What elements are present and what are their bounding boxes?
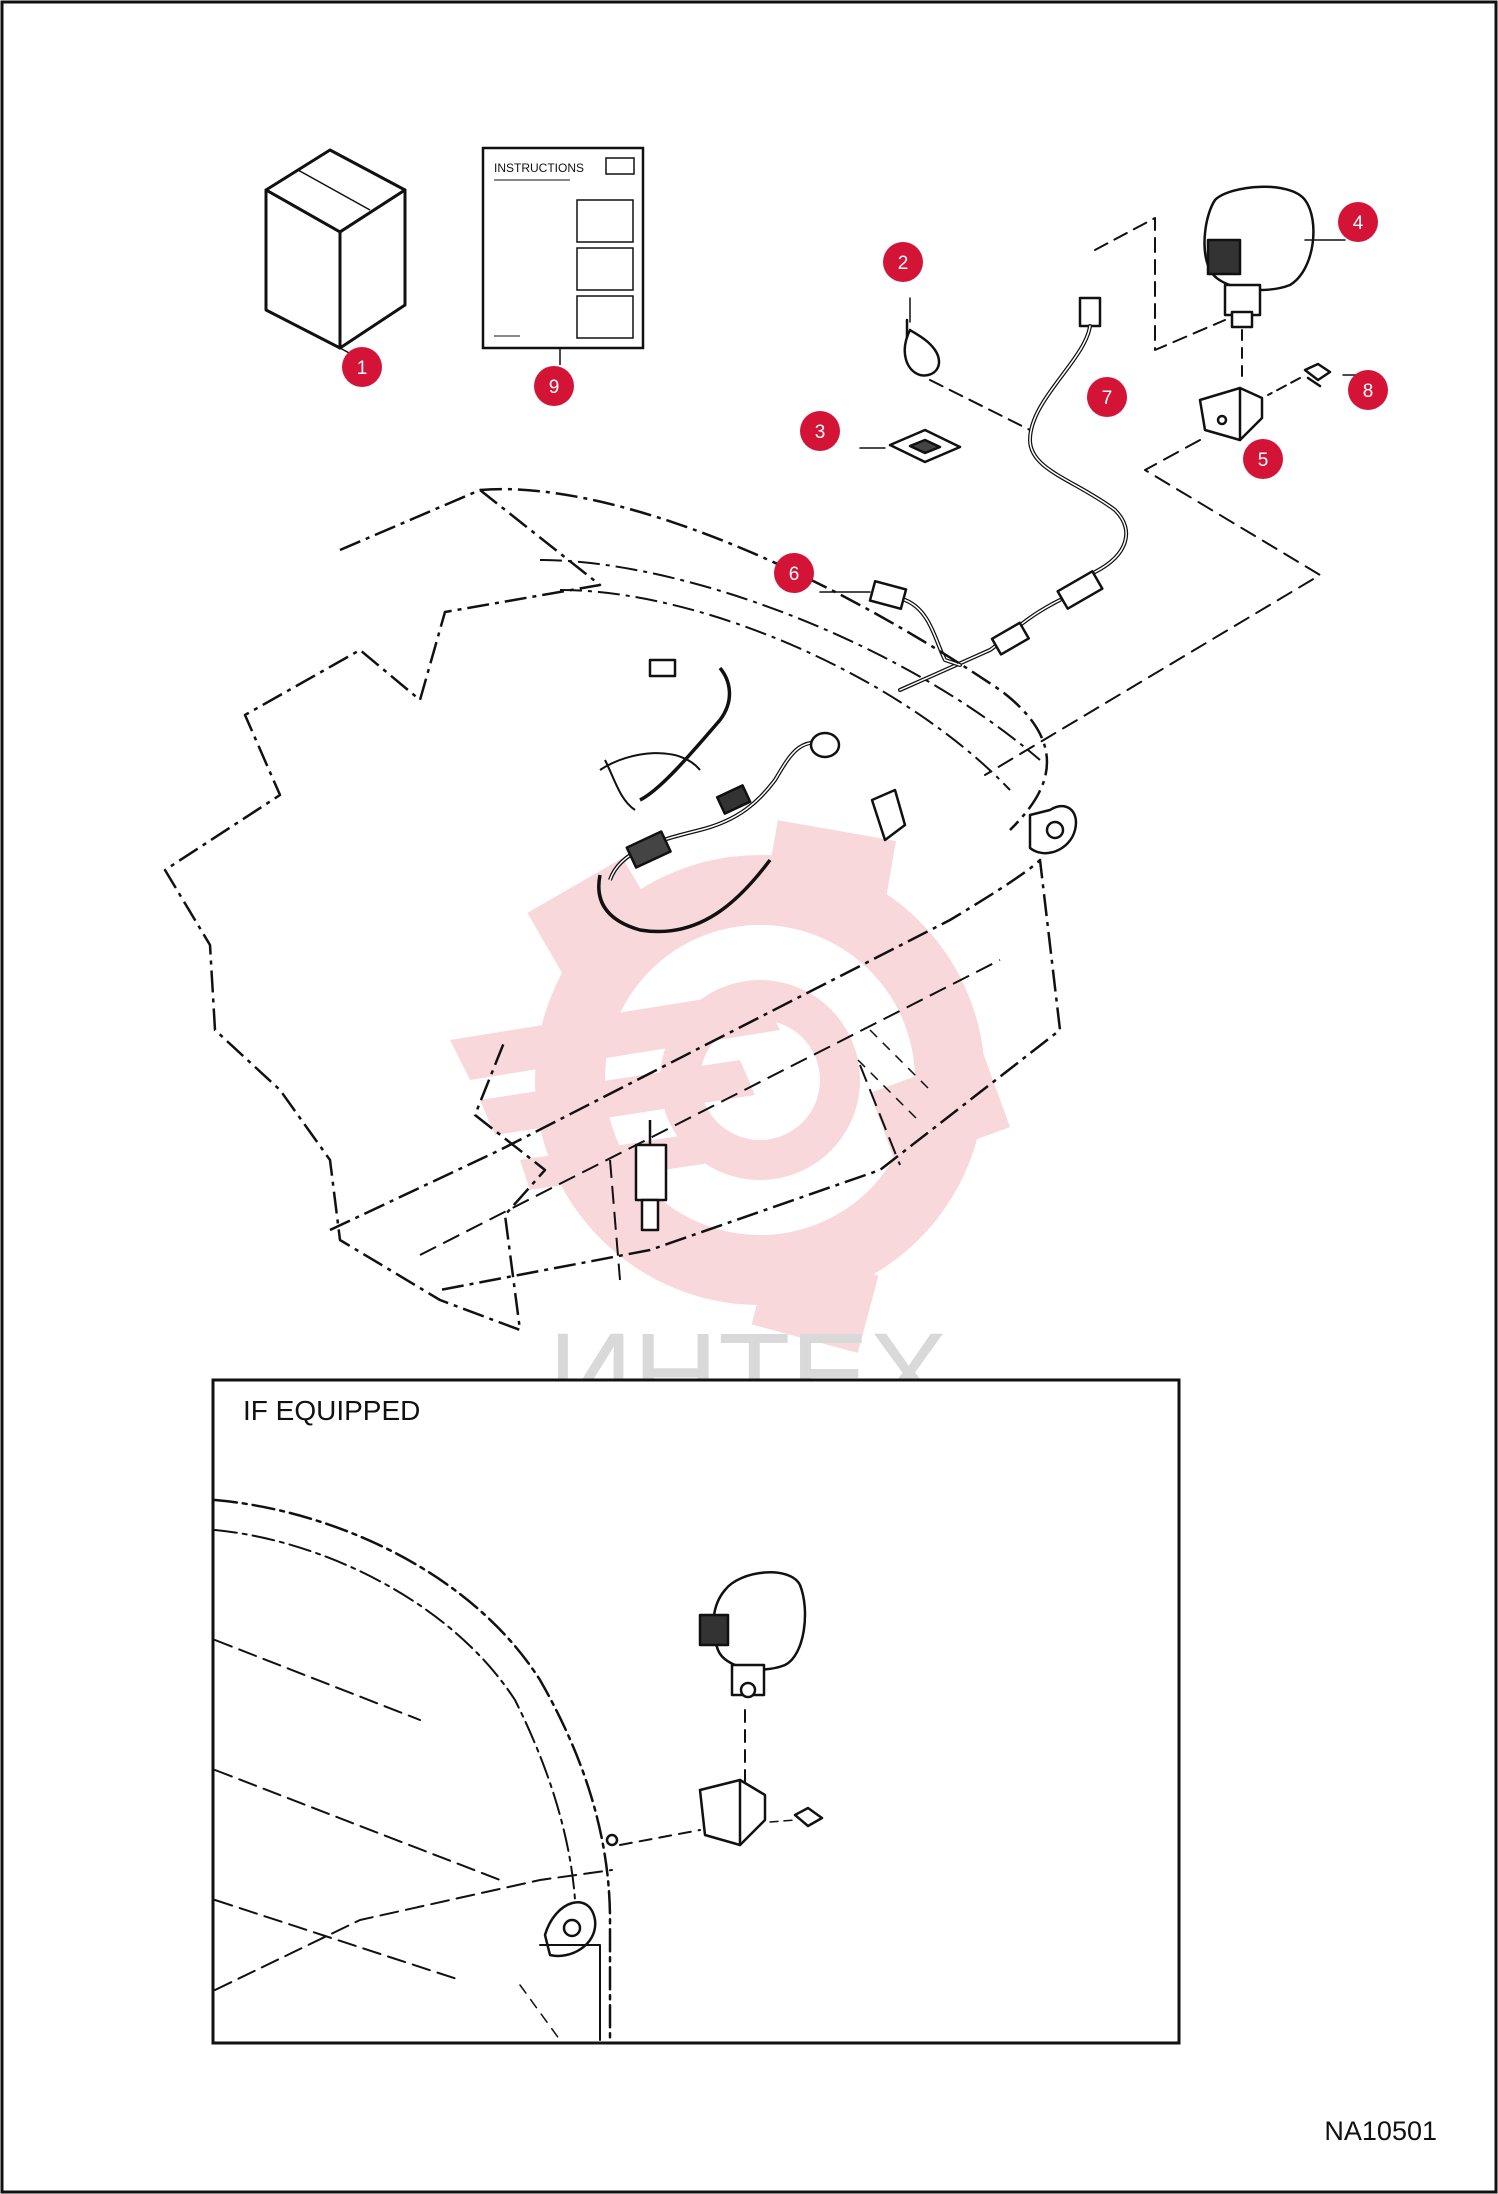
callout-number: 3 [815, 422, 826, 443]
figure-code: NA10501 [1324, 2116, 1437, 2146]
cable-tie-part [903, 297, 941, 377]
bracket-part [1198, 386, 1264, 442]
instructions-part [481, 146, 645, 365]
inset-work-light [698, 1571, 807, 1699]
tie-mount-part [888, 428, 962, 464]
callout-bolt: 8 [1348, 370, 1388, 410]
callout-number: 8 [1363, 381, 1374, 402]
callout-badge [774, 553, 814, 593]
inset-panel [211, 1378, 1181, 2045]
small-parts [819, 185, 1366, 776]
callout-badge [534, 366, 574, 406]
box-part [264, 148, 407, 361]
callout-harness-connector: 6 [774, 553, 814, 593]
callout-number: 5 [1258, 450, 1269, 471]
callout-work-light: 4 [1338, 202, 1378, 242]
callout-badge [883, 242, 923, 282]
callout-box: 1 [342, 347, 382, 387]
rear-assembly [163, 487, 1078, 1332]
callout-badge [1243, 439, 1283, 479]
callout-badge [1338, 202, 1378, 242]
callout-number: 1 [357, 358, 368, 379]
watermark [450, 820, 1011, 1353]
bolt-part [1303, 362, 1366, 388]
callout-number: 4 [1353, 213, 1364, 234]
instructions-heading: INSTRUCTIONS [494, 161, 584, 175]
callout-number: 6 [789, 564, 800, 585]
callout-tie-mount: 3 [800, 411, 840, 451]
callout-badge [800, 411, 840, 451]
harness-connector-part [819, 579, 962, 667]
callout-layer: 1 2 3 4 5 6 7 8 9 [342, 202, 1388, 593]
callout-bracket: 5 [1243, 439, 1283, 479]
callout-badge [342, 347, 382, 387]
callout-instructions-sheet: 9 [534, 366, 574, 406]
callout-wire-harness: 7 [1087, 377, 1127, 417]
callout-badge [1087, 377, 1127, 417]
inset-title: IF EQUIPPED [243, 1395, 420, 1426]
work-light-part [1203, 185, 1346, 329]
callout-number: 2 [898, 253, 909, 274]
callout-badge [1348, 370, 1388, 410]
callout-cable-tie: 2 [883, 242, 923, 282]
callout-number: 9 [549, 377, 560, 398]
harness-part [1028, 296, 1129, 610]
callout-number: 7 [1102, 388, 1113, 409]
